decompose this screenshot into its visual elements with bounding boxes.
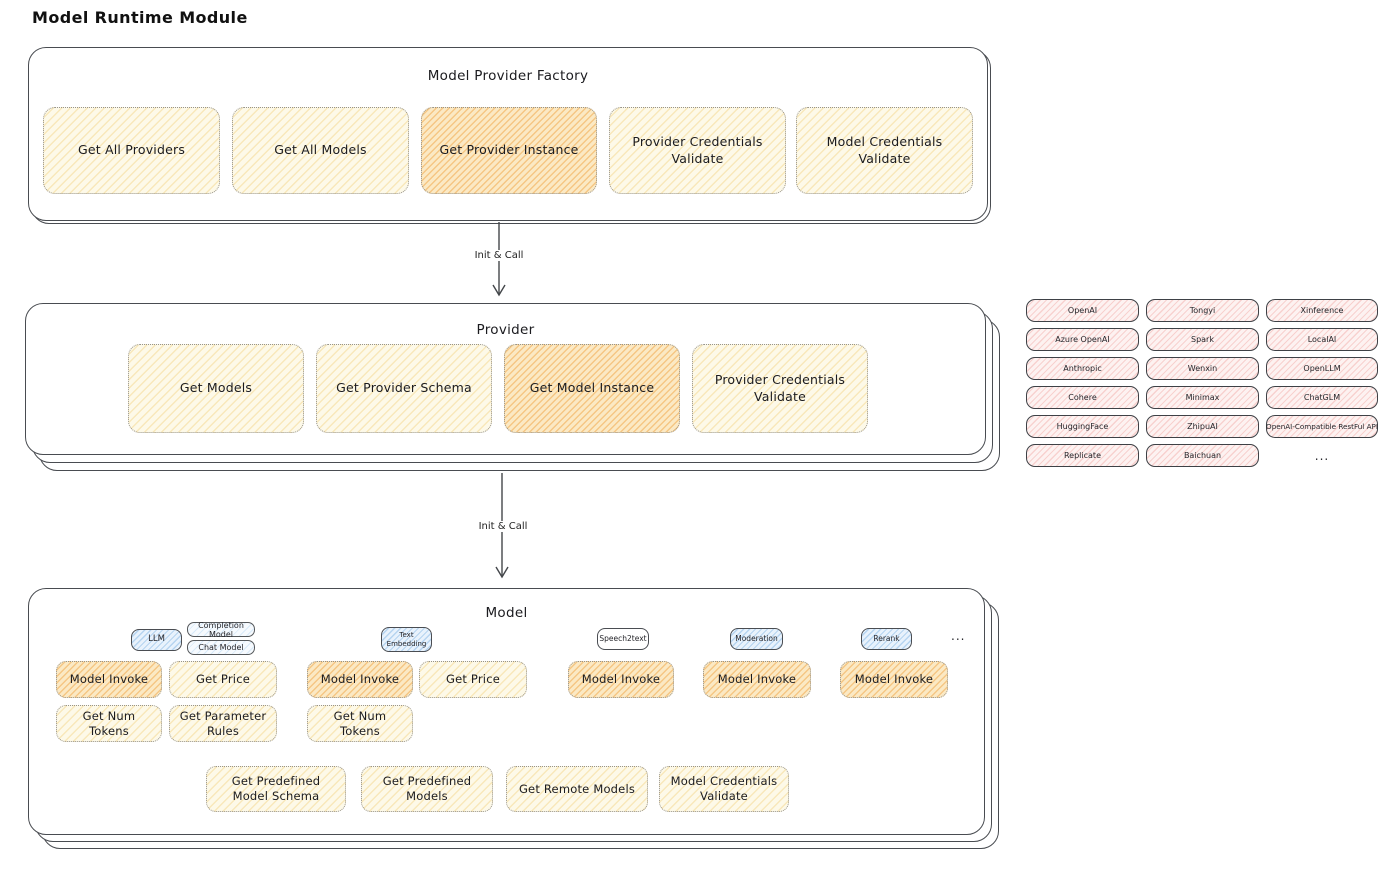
provider-pill-replicate[interactable]: Replicate: [1026, 444, 1139, 467]
provider-pill-xinference[interactable]: Xinference: [1266, 299, 1378, 322]
tab-chat-model[interactable]: Chat Model: [187, 640, 255, 655]
provider-card: Provider Get Models Get Provider Schema …: [25, 303, 986, 455]
node-get-predefined-model-schema[interactable]: Get Predefined Model Schema: [206, 766, 346, 812]
node-rerank-model-invoke[interactable]: Model Invoke: [840, 661, 948, 698]
model-title: Model: [485, 605, 528, 621]
providers-more-ellipsis: ...: [1314, 448, 1330, 463]
node-te-get-num-tokens[interactable]: Get Num Tokens: [307, 705, 413, 742]
provider-pill-anthropic[interactable]: Anthropic: [1026, 357, 1139, 380]
factory-title: Model Provider Factory: [427, 68, 589, 84]
arrow1-label: Init & Call: [470, 250, 528, 261]
node-get-remote-models[interactable]: Get Remote Models: [506, 766, 648, 812]
node-get-model-instance[interactable]: Get Model Instance: [504, 344, 680, 433]
node-get-all-providers[interactable]: Get All Providers: [43, 107, 220, 194]
page-title: Model Runtime Module: [32, 8, 248, 27]
node-te-get-price[interactable]: Get Price: [419, 661, 527, 698]
tab-llm[interactable]: LLM: [131, 629, 182, 651]
node-get-all-models[interactable]: Get All Models: [232, 107, 409, 194]
provider-pill-localai[interactable]: LocalAI: [1266, 328, 1378, 351]
node-te-model-invoke[interactable]: Model Invoke: [307, 661, 413, 698]
model-card: Model LLM Completion Model Chat Model Mo…: [28, 588, 985, 835]
tab-rerank[interactable]: Rerank: [861, 628, 912, 650]
node-llm-get-parameter-rules[interactable]: Get Parameter Rules: [169, 705, 277, 742]
provider-pill-tongyi[interactable]: Tongyi: [1146, 299, 1259, 322]
tab-text-embedding[interactable]: Text Embedding: [381, 627, 432, 652]
tab-moderation[interactable]: Moderation: [730, 628, 783, 650]
node-model-credentials-validate-2[interactable]: Model Credentials Validate: [659, 766, 789, 812]
provider-pill-chatglm[interactable]: ChatGLM: [1266, 386, 1378, 409]
provider-title: Provider: [476, 322, 535, 338]
providers-panel: OpenAI Tongyi Xinference Azure OpenAI Sp…: [1026, 299, 1378, 467]
node-llm-get-num-tokens[interactable]: Get Num Tokens: [56, 705, 162, 742]
node-model-credentials-validate[interactable]: Model Credentials Validate: [796, 107, 973, 194]
node-get-predefined-models[interactable]: Get Predefined Models: [361, 766, 493, 812]
node-s2t-model-invoke[interactable]: Model Invoke: [568, 661, 674, 698]
provider-pill-wenxin[interactable]: Wenxin: [1146, 357, 1259, 380]
node-moderation-model-invoke[interactable]: Model Invoke: [703, 661, 811, 698]
node-llm-get-price[interactable]: Get Price: [169, 661, 277, 698]
provider-pill-huggingface[interactable]: HuggingFace: [1026, 415, 1139, 438]
provider-pill-baichuan[interactable]: Baichuan: [1146, 444, 1259, 467]
provider-pill-openai-compatible[interactable]: OpenAI-Compatible RestFul API: [1266, 415, 1378, 438]
node-get-models[interactable]: Get Models: [128, 344, 304, 433]
provider-pill-zhipuai[interactable]: ZhipuAI: [1146, 415, 1259, 438]
provider-pill-spark[interactable]: Spark: [1146, 328, 1259, 351]
provider-pill-minimax[interactable]: Minimax: [1146, 386, 1259, 409]
node-provider-credentials-validate-2[interactable]: Provider Credentials Validate: [692, 344, 868, 433]
model-more-ellipsis: ...: [951, 629, 966, 643]
factory-card: Model Provider Factory Get All Providers…: [28, 47, 988, 221]
tab-completion-model[interactable]: Completion Model: [187, 621, 255, 639]
node-llm-model-invoke[interactable]: Model Invoke: [56, 661, 162, 698]
node-provider-credentials-validate[interactable]: Provider Credentials Validate: [609, 107, 786, 194]
tab-speech2text[interactable]: Speech2text: [597, 628, 649, 650]
node-get-provider-instance[interactable]: Get Provider Instance: [421, 107, 597, 194]
node-get-provider-schema[interactable]: Get Provider Schema: [316, 344, 492, 433]
provider-pill-openai[interactable]: OpenAI: [1026, 299, 1139, 322]
provider-pill-cohere[interactable]: Cohere: [1026, 386, 1139, 409]
provider-pill-azure-openai[interactable]: Azure OpenAI: [1026, 328, 1139, 351]
arrow2-label: Init & Call: [474, 521, 532, 532]
provider-pill-openllm[interactable]: OpenLLM: [1266, 357, 1378, 380]
